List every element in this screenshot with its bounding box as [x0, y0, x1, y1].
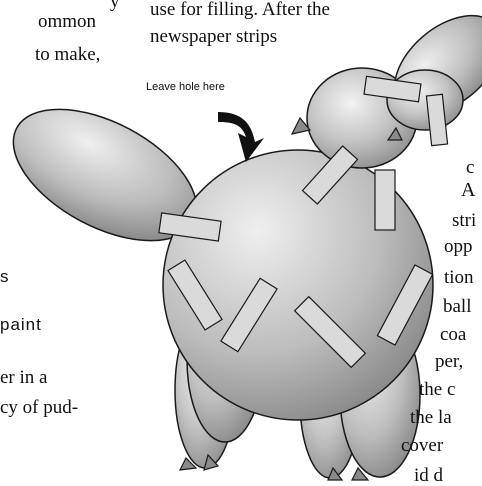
text-line: cover — [401, 436, 443, 455]
text-line: to make, — [35, 45, 100, 64]
text-line: id d — [414, 466, 443, 485]
text-line: A — [461, 180, 475, 200]
text-line: y — [110, 0, 120, 11]
text-line: ommon — [38, 12, 96, 31]
text-line: ball — [443, 297, 472, 316]
text-line: per, — [435, 352, 463, 371]
text-line: stri — [452, 211, 476, 230]
arrow-icon — [218, 112, 264, 162]
annotation-label: Leave hole here — [146, 82, 225, 93]
text-line: cy of pud- — [0, 398, 78, 417]
text-line: tion — [444, 268, 474, 287]
text-line: the la — [410, 408, 452, 427]
text-line: coa — [440, 325, 466, 344]
text-line: opp — [444, 237, 473, 256]
text-line: s — [0, 268, 9, 285]
text-line: the c — [419, 380, 455, 399]
text-line: paint — [0, 316, 42, 333]
text-line: use for filling. After the — [150, 0, 330, 19]
tape-strip — [375, 170, 395, 230]
text-line: c — [466, 158, 474, 177]
text-line: er in a — [0, 368, 47, 387]
text-line: newspaper strips — [150, 27, 277, 46]
